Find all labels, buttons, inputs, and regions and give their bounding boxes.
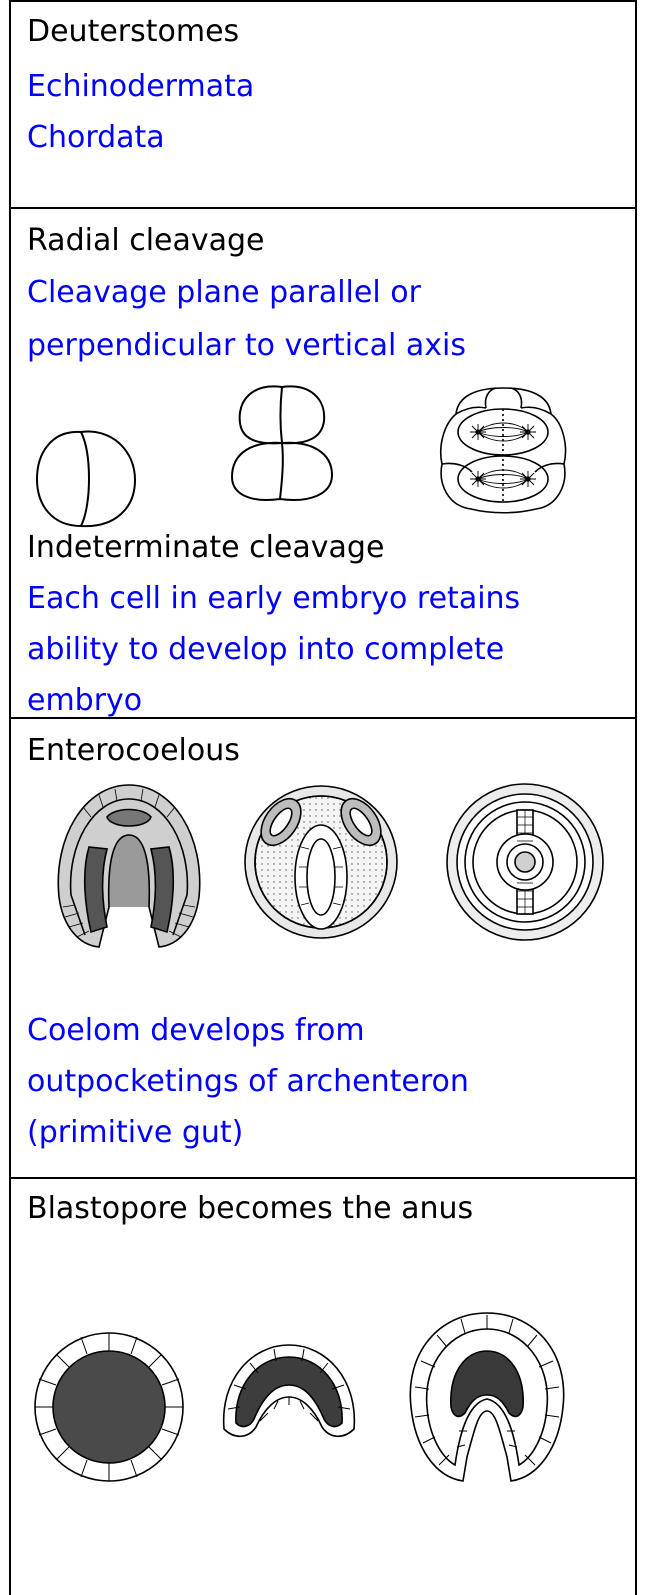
heading-radial-cleavage: Radial cleavage bbox=[27, 217, 265, 264]
desc-radial-line2: perpendicular to vertical axis bbox=[27, 322, 466, 369]
blastula-illustration bbox=[29, 1327, 189, 1487]
heading-deuterostomes: Deuterstomes bbox=[27, 8, 239, 55]
eight-cell-embryo-illustration bbox=[436, 384, 571, 514]
row-blastopore: Blastopore becomes the anus bbox=[11, 1177, 635, 1595]
comparison-table: Deuterstomes Echinodermata Chordata Radi… bbox=[9, 0, 637, 1595]
four-cell-embryo-illustration bbox=[222, 381, 342, 506]
enterocoel-gastrula-illustration bbox=[49, 777, 209, 952]
row-deuterostomes: Deuterstomes Echinodermata Chordata bbox=[11, 0, 635, 207]
heading-blastopore: Blastopore becomes the anus bbox=[27, 1185, 473, 1232]
desc-enterocoelous-line2: outpocketings of archenteron bbox=[27, 1058, 469, 1105]
row-enterocoelous: Enterocoelous bbox=[11, 717, 635, 1177]
early-gastrula-illustration bbox=[214, 1339, 364, 1449]
desc-enterocoelous-line1: Coelom develops from bbox=[27, 1007, 365, 1054]
desc-radial-line1: Cleavage plane parallel or bbox=[27, 269, 421, 316]
desc-enterocoelous-line3: (primitive gut) bbox=[27, 1109, 243, 1156]
row-radial-cleavage: Radial cleavage Cleavage plane parallel … bbox=[11, 207, 635, 717]
desc-indeterminate-line2: ability to develop into complete bbox=[27, 626, 504, 673]
heading-enterocoelous: Enterocoelous bbox=[27, 727, 240, 774]
enterocoel-coelom-illustration bbox=[443, 777, 608, 947]
item-echinodermata: Echinodermata bbox=[27, 63, 254, 110]
heading-indeterminate-cleavage: Indeterminate cleavage bbox=[27, 524, 384, 571]
two-cell-embryo-illustration bbox=[31, 424, 141, 534]
desc-indeterminate-line1: Each cell in early embryo retains bbox=[27, 575, 520, 622]
item-chordata: Chordata bbox=[27, 114, 165, 161]
enterocoel-pouches-illustration bbox=[241, 777, 401, 947]
late-gastrula-illustration bbox=[399, 1307, 574, 1487]
